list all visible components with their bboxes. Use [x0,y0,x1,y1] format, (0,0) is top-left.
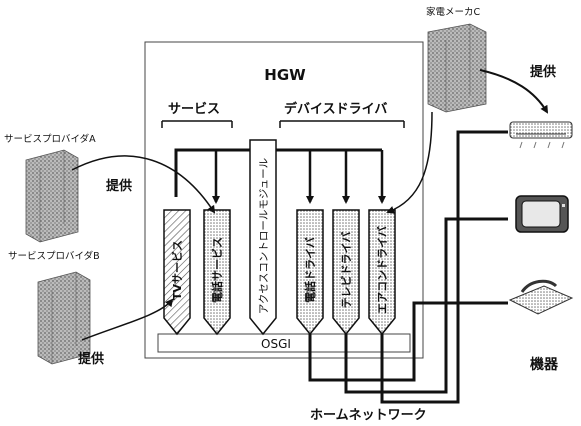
module-tv-driver: テレビドライバ [333,210,359,334]
provider-a-provide: 提供 [106,178,132,194]
maker-c-label: 家電メーカC [426,6,481,18]
maker-c-provide: 提供 [530,64,556,80]
provider-b-provide: 提供 [78,351,104,367]
air-conditioner-icon [510,122,572,148]
provider-b-label: サービスプロバイダB [8,250,100,262]
hgw-title: HGW [264,66,306,84]
provider-b-building-icon [38,272,90,364]
module-access-control: アクセスコントロールモジュール [250,140,276,334]
maker-c-building-icon [428,24,486,112]
provider-a-label: サービスプロバイダA [4,133,96,145]
svg-text:電話サービス: 電話サービス [210,237,224,303]
services-label: サービス [168,101,220,117]
television-icon [516,196,568,232]
svg-text:テレビドライバ: テレビドライバ [339,232,353,309]
svg-text:エアコンドライバ: エアコンドライバ [376,226,389,314]
osgi-label: OSGI [261,337,291,351]
svg-text:アクセスコントロールモジュール: アクセスコントロールモジュール [258,158,270,314]
module-tv-service: TVサービス [164,210,190,334]
module-phone-service: 電話サービス [204,210,230,334]
provider-a-building-icon [26,150,78,242]
module-phone-driver: 電話ドライバ [297,210,323,334]
telephone-icon [510,281,572,314]
network-label: ホームネットワーク [310,408,427,423]
devices-label: 機器 [530,356,559,373]
drivers-label: デバイスドライバ [284,101,387,117]
svg-text:電話ドライバ: 電話ドライバ [303,237,317,303]
svg-text:TVサービス: TVサービス [170,240,184,300]
module-aircon-driver: エアコンドライバ [369,210,395,334]
